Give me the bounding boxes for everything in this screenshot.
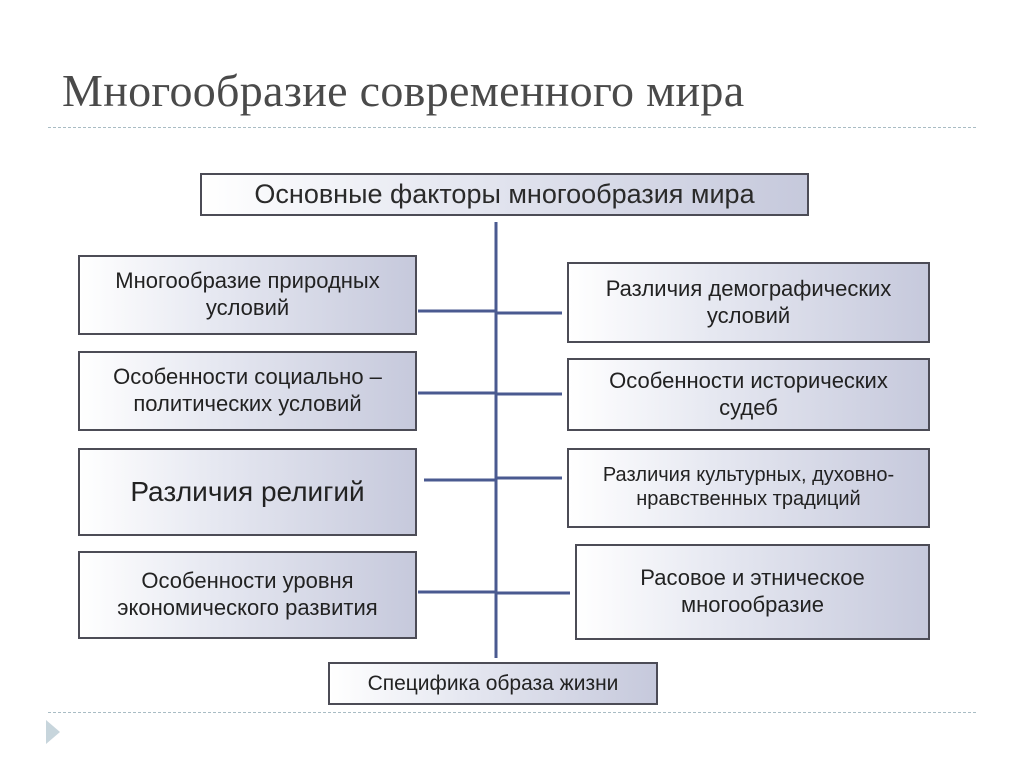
factor-box-religions: Различия религий — [78, 448, 417, 536]
diagram-footer-box: Специфика образа жизни — [328, 662, 658, 705]
slide-title: Многообразие современного мира — [62, 65, 745, 116]
title-divider — [48, 127, 976, 128]
play-arrow-icon — [46, 720, 60, 744]
factor-box-socio-political: Особенности социально – политических усл… — [78, 351, 417, 431]
footer-divider — [48, 712, 976, 713]
factor-box-cultural-traditions: Различия культурных, духовно-нравственны… — [567, 448, 930, 528]
diagram-header-box: Основные факторы многообразия мира — [200, 173, 809, 216]
factor-box-demographic: Различия демографических условий — [567, 262, 930, 343]
factor-box-racial-ethnic: Расовое и этническое многообразие — [575, 544, 930, 640]
factor-box-economic-development: Особенности уровня экономического развит… — [78, 551, 417, 639]
factor-box-natural-conditions: Многообразие природных условий — [78, 255, 417, 335]
factor-box-historical: Особенности исторических судеб — [567, 358, 930, 431]
